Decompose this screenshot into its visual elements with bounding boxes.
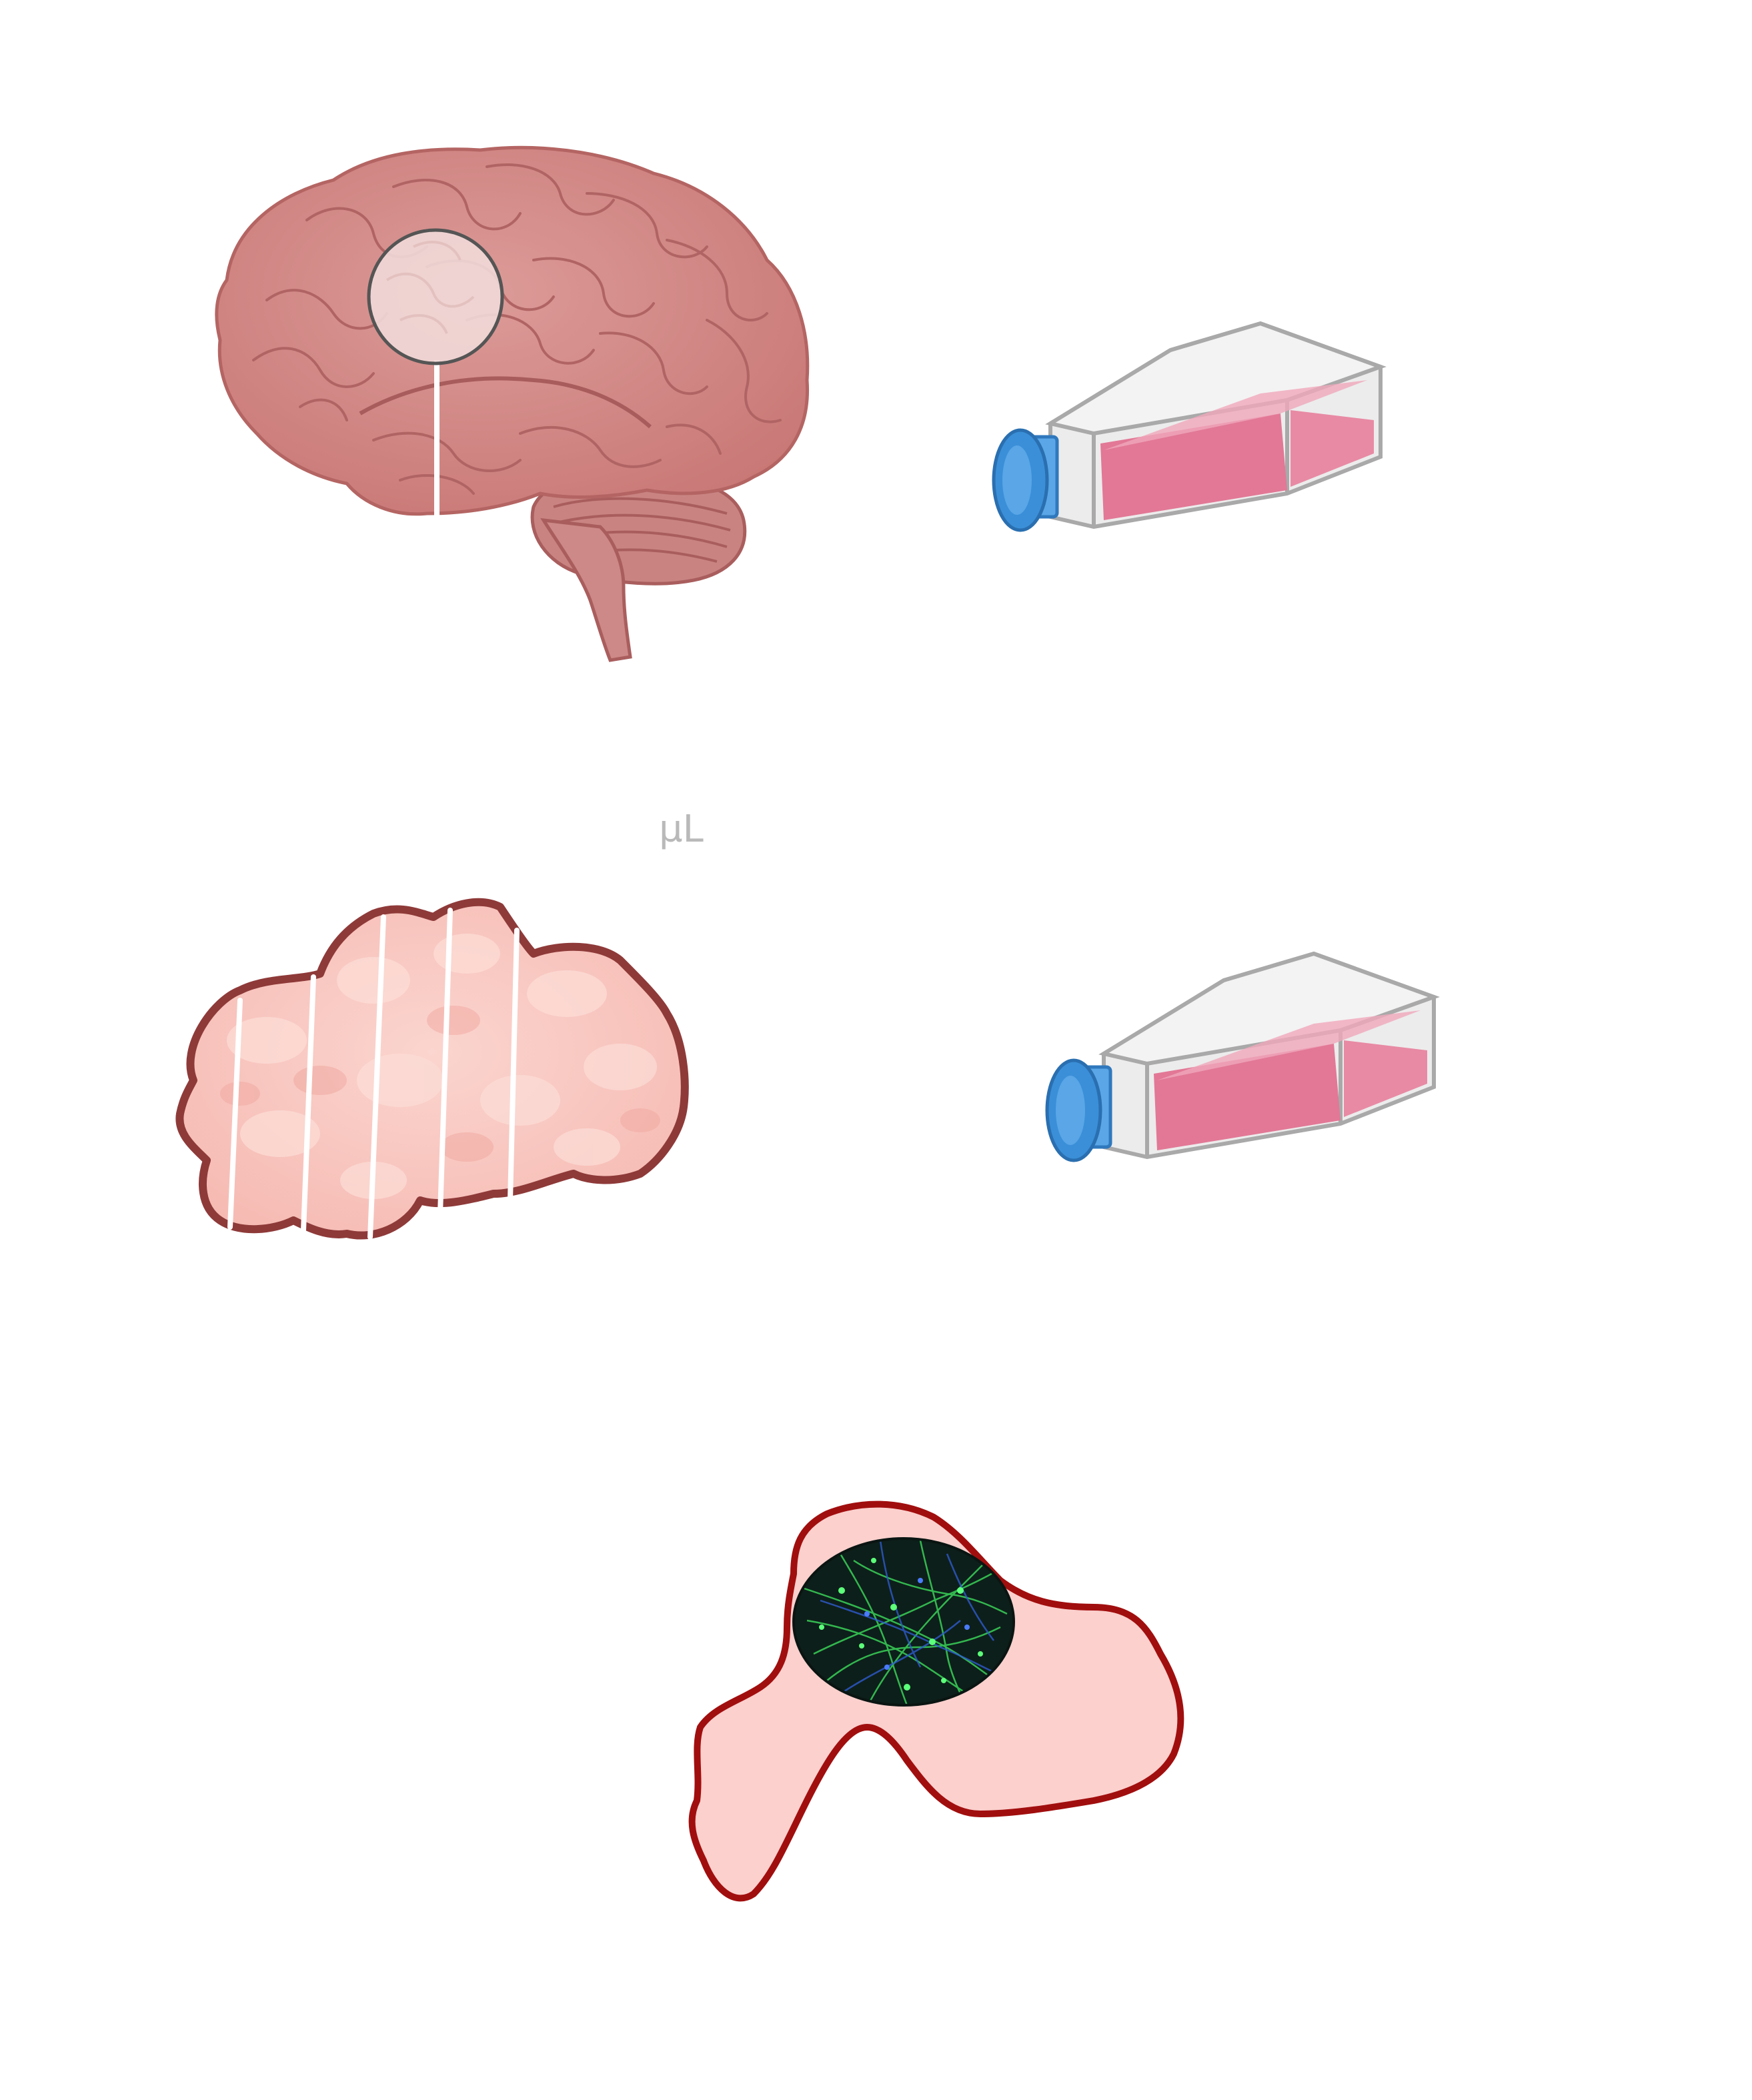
cerebrum (215, 145, 810, 516)
flask-liquid-side (1290, 410, 1374, 487)
brain-illustration (215, 145, 810, 662)
brainstem (540, 517, 632, 662)
flask-liquid-side (1344, 1040, 1427, 1117)
tissue-sample (175, 898, 689, 1240)
micrograph-border (792, 1537, 1015, 1707)
volume-unit-label: µL (659, 808, 704, 851)
micrograph-neurons (800, 1540, 1014, 1705)
biopsy-circle-gyri (385, 240, 475, 334)
sylvian-fissure (359, 376, 652, 429)
cell-with-micrograph (688, 1500, 1184, 1902)
culture-flask-top (992, 321, 1387, 532)
tissue-shadows (220, 1006, 660, 1162)
culture-flask-bottom (1045, 951, 1440, 1162)
tissue-slice-lines (227, 908, 520, 1240)
